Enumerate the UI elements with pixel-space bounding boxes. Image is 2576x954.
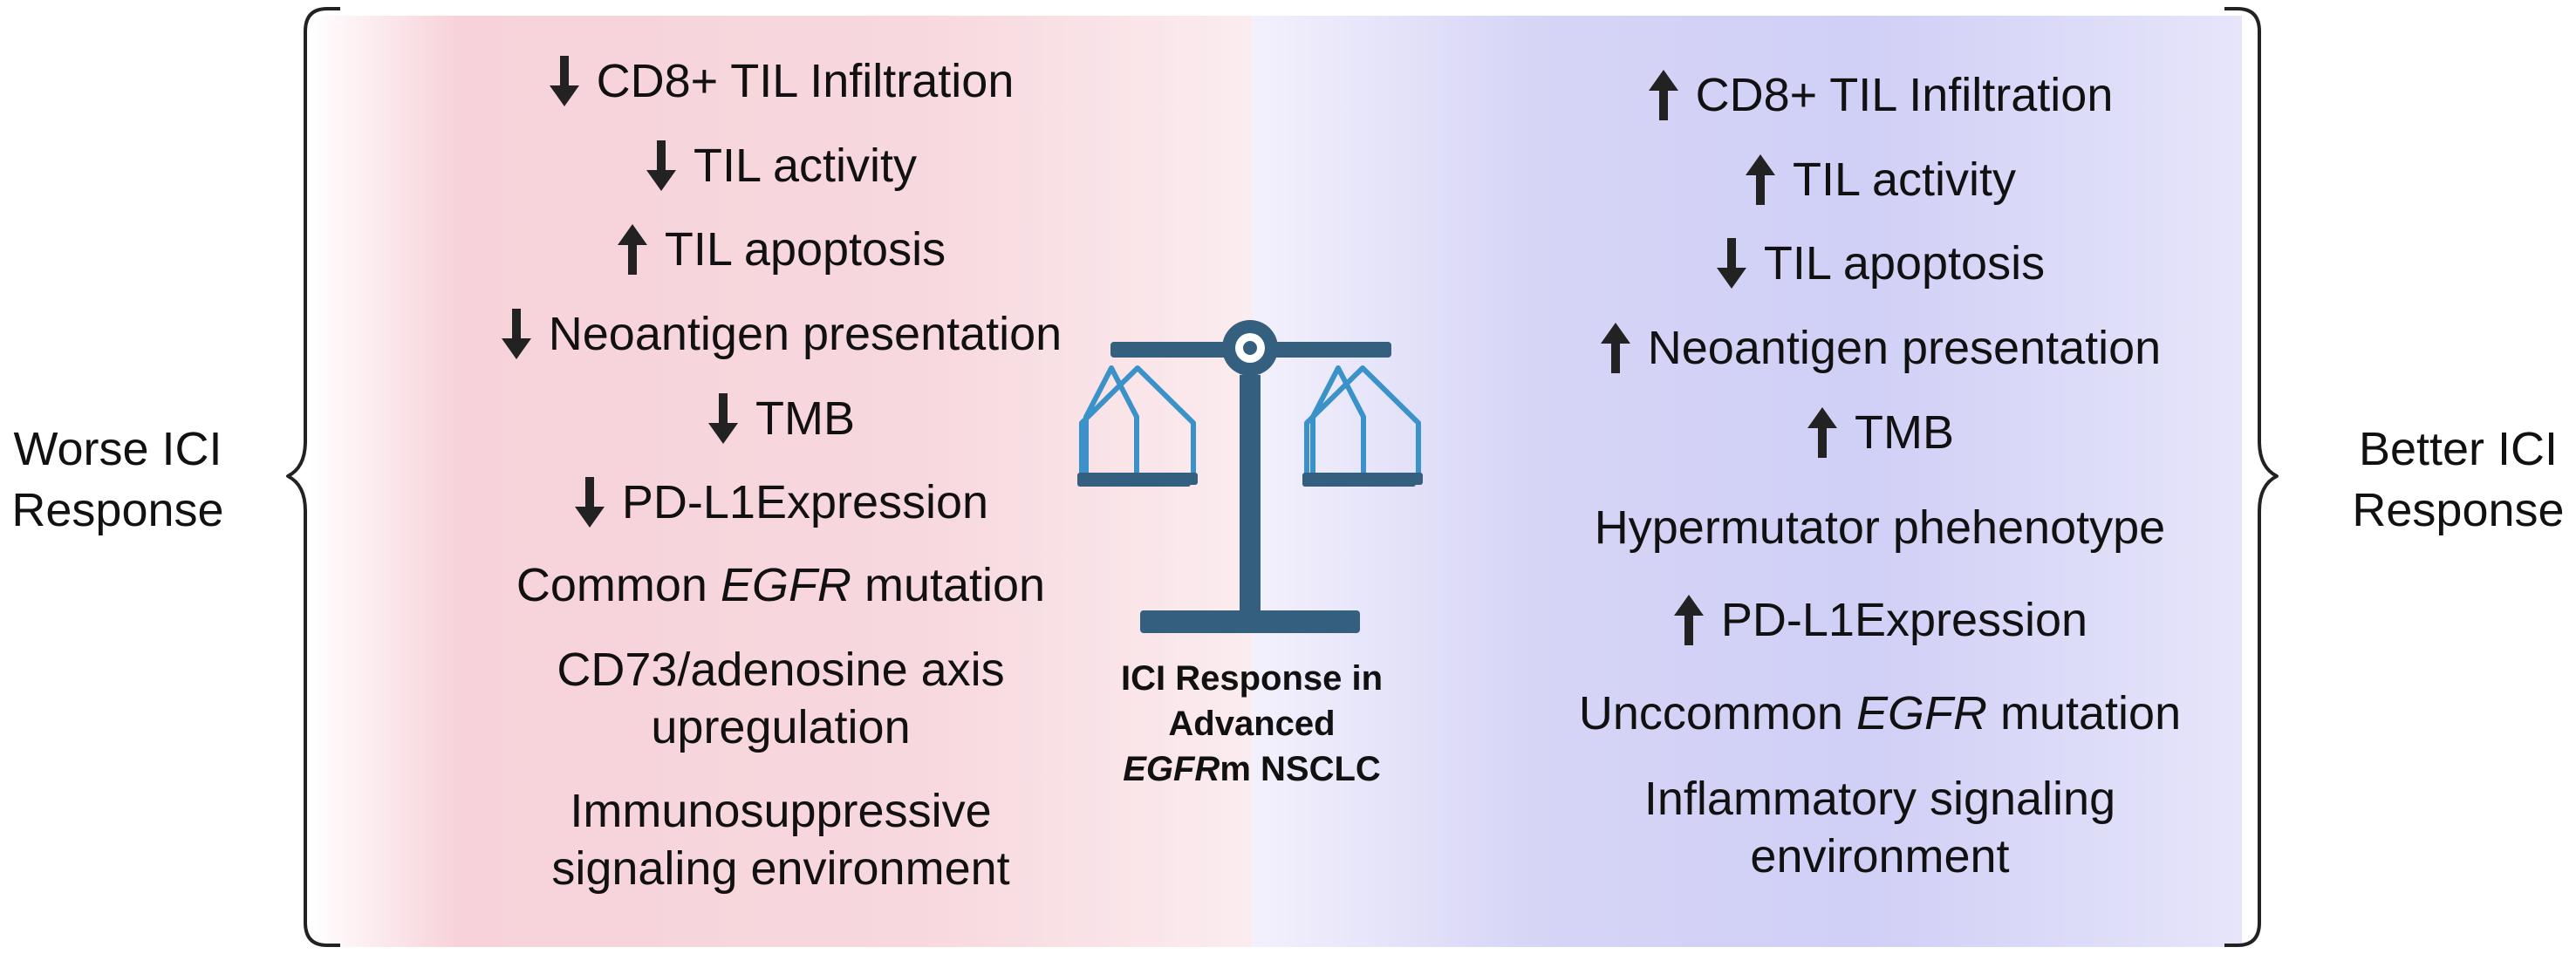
up-arrow-icon xyxy=(1647,68,1680,122)
left-brace xyxy=(286,7,340,947)
up-arrow-icon xyxy=(1599,321,1632,375)
down-arrow-icon xyxy=(500,307,533,361)
right-item-hypermutator-phenotype: Hypermutator phehenotype xyxy=(1594,501,2166,554)
up-arrow-icon xyxy=(1744,153,1777,207)
right-item-neoantigen-presentation: Neoantigen presentation xyxy=(1431,319,2329,377)
better-ici-response-label: Better ICI Response xyxy=(2352,423,2565,536)
left-item-til-activity: TIL activity xyxy=(310,137,1252,194)
right-brace xyxy=(2224,7,2279,947)
right-item-cd8-til-infiltration: CD8+ TIL Infiltration xyxy=(1431,66,2329,124)
left-item-cd73-adenosine-axis: CD73/adenosine axis upregulation xyxy=(557,644,1005,753)
down-arrow-icon xyxy=(573,475,606,529)
right-item-til-activity: TIL activity xyxy=(1431,151,2329,208)
up-arrow-icon xyxy=(1672,593,1705,647)
left-item-tmb: TMB xyxy=(310,390,1252,447)
right-item-uncommon-egfr-mutation: Unccommon EGFR mutation xyxy=(1578,687,2182,739)
down-arrow-icon xyxy=(1715,236,1748,290)
left-item-common-egfr-mutation: Common EGFR mutation xyxy=(516,559,1046,611)
up-arrow-icon xyxy=(1806,405,1839,460)
up-arrow-icon xyxy=(616,222,649,276)
down-arrow-icon xyxy=(645,139,678,193)
right-item-inflammatory-environment: Inflammatory signaling environment xyxy=(1643,773,2116,882)
left-item-neoantigen-presentation: Neoantigen presentation xyxy=(310,305,1252,363)
left-item-pd-l1-expression: PD-L1Expression xyxy=(310,474,1252,531)
left-item-til-apoptosis: TIL apoptosis xyxy=(310,221,1252,278)
left-item-immunosuppressive-environment: Immunosuppressive signaling environment xyxy=(551,785,1010,895)
balance-scale-icon xyxy=(1077,320,1423,633)
right-item-pd-l1-expression: PD-L1Expression xyxy=(1431,591,2329,649)
down-arrow-icon xyxy=(548,54,581,108)
right-item-tmb: TMB xyxy=(1431,404,2329,461)
down-arrow-icon xyxy=(707,392,740,446)
right-item-til-apoptosis: TIL apoptosis xyxy=(1431,235,2329,292)
left-item-cd8-til-infiltration: CD8+ TIL Infiltration xyxy=(310,52,1252,110)
center-title: ICI Response in Advanced EGFRm NSCLC xyxy=(1120,659,1384,788)
worse-ici-response-label: Worse ICI Response xyxy=(11,423,224,536)
